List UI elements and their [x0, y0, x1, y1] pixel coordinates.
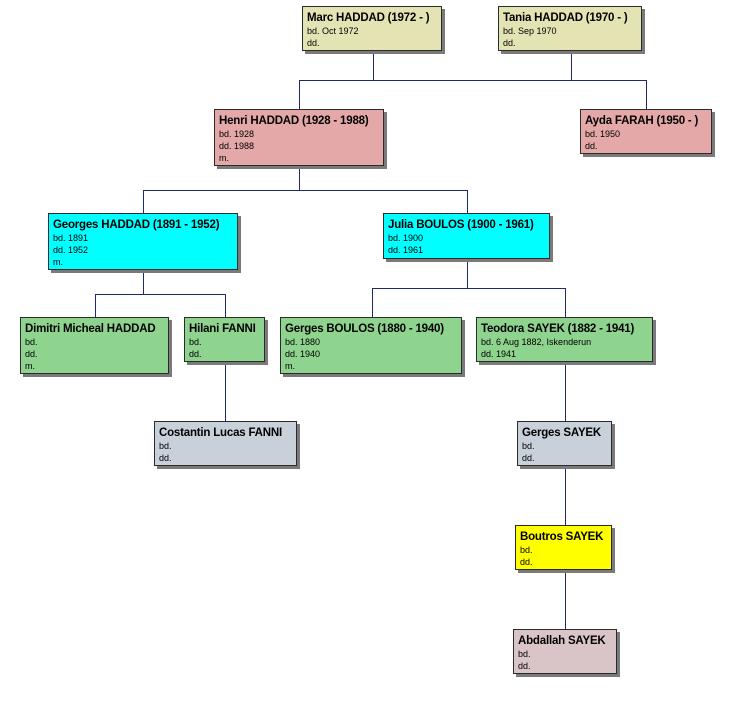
person-name: Costantin Lucas FANNI — [159, 427, 282, 439]
person-name: Henri HADDAD (1928 - 1988) — [219, 115, 369, 127]
person-box-gerges-sayek[interactable]: Gerges SAYEK bd. dd. — [517, 421, 612, 466]
person-name: Teodora SAYEK (1882 - 1941) — [481, 323, 635, 335]
death-date: dd. — [522, 453, 535, 463]
person-name: Boutros SAYEK — [520, 531, 604, 543]
death-date: dd. — [189, 349, 202, 359]
person-box-boutros-sayek[interactable]: Boutros SAYEK bd. dd. — [515, 525, 612, 570]
person-name: Ayda FARAH (1950 - ) — [585, 115, 699, 127]
death-date: dd. — [159, 453, 172, 463]
person-name: Julia BOULOS (1900 - 1961) — [388, 219, 534, 231]
person-name: Dimitri Micheal HADDAD — [25, 323, 156, 335]
birth-date: bd. 1900 — [388, 233, 424, 243]
birth-date: bd. 1891 — [53, 233, 89, 243]
death-date: dd. — [25, 349, 38, 359]
person-box-ayda-farah[interactable]: Ayda FARAH (1950 - ) bd. 1950 dd. — [580, 109, 712, 154]
death-date: dd. 1952 — [53, 245, 89, 255]
person-box-gerges-boulos[interactable]: Gerges BOULOS (1880 - 1940) bd. 1880 dd.… — [280, 317, 462, 374]
marriage: m. — [219, 153, 229, 163]
person-name: Gerges SAYEK — [522, 427, 601, 439]
person-name: Hilani FANNI — [189, 323, 256, 335]
death-date: dd. — [518, 661, 531, 671]
birth-date: bd. Oct 1972 — [307, 26, 359, 36]
person-name: Gerges BOULOS (1880 - 1940) — [285, 323, 444, 335]
death-date: dd. — [585, 141, 598, 151]
person-box-henri-haddad[interactable]: Henri HADDAD (1928 - 1988) bd. 1928 dd. … — [214, 109, 384, 166]
death-date: dd. 1941 — [481, 349, 517, 359]
person-name: Abdallah SAYEK — [518, 635, 606, 647]
death-date: dd. — [503, 38, 516, 48]
death-date: dd. 1961 — [388, 245, 424, 255]
marriage: m. — [25, 361, 35, 371]
death-date: dd. — [307, 38, 320, 48]
birth-date: bd. 1928 — [219, 129, 255, 139]
birth-date: bd. 1880 — [285, 337, 321, 347]
person-box-julia-boulos[interactable]: Julia BOULOS (1900 - 1961) bd. 1900 dd. … — [383, 213, 550, 259]
birth-date: bd. 1950 — [585, 129, 621, 139]
birth-date: bd. 6 Aug 1882, Iskenderun — [481, 337, 592, 347]
person-box-costantin-lucas-fanni[interactable]: Costantin Lucas FANNI bd. dd. — [154, 421, 297, 466]
person-name: Tania HADDAD (1970 - ) — [503, 12, 628, 24]
person-name: Marc HADDAD (1972 - ) — [307, 12, 430, 24]
person-box-hilani-fanni[interactable]: Hilani FANNI bd. dd. — [184, 317, 265, 362]
person-box-teodora-sayek[interactable]: Teodora SAYEK (1882 - 1941) bd. 6 Aug 18… — [476, 317, 653, 362]
person-box-dimitri-micheal-haddad[interactable]: Dimitri Micheal HADDAD bd. dd. m. — [20, 317, 169, 374]
birth-date: bd. Sep 1970 — [503, 26, 557, 36]
person-box-marc-haddad[interactable]: Marc HADDAD (1972 - ) bd. Oct 1972 dd. — [302, 6, 442, 51]
birth-date: bd. — [159, 441, 172, 451]
marriage: m. — [53, 257, 63, 267]
person-name: Georges HADDAD (1891 - 1952) — [53, 219, 220, 231]
marriage: m. — [285, 361, 295, 371]
person-box-georges-haddad[interactable]: Georges HADDAD (1891 - 1952) bd. 1891 dd… — [48, 213, 238, 270]
person-box-tania-haddad[interactable]: Tania HADDAD (1970 - ) bd. Sep 1970 dd. — [498, 6, 642, 51]
person-box-abdallah-sayek[interactable]: Abdallah SAYEK bd. dd. — [513, 629, 617, 674]
death-date: dd. 1940 — [285, 349, 321, 359]
birth-date: bd. — [25, 337, 38, 347]
birth-date: bd. — [518, 649, 531, 659]
death-date: dd. 1988 — [219, 141, 255, 151]
death-date: dd. — [520, 557, 533, 567]
birth-date: bd. — [522, 441, 535, 451]
birth-date: bd. — [520, 545, 533, 555]
birth-date: bd. — [189, 337, 202, 347]
